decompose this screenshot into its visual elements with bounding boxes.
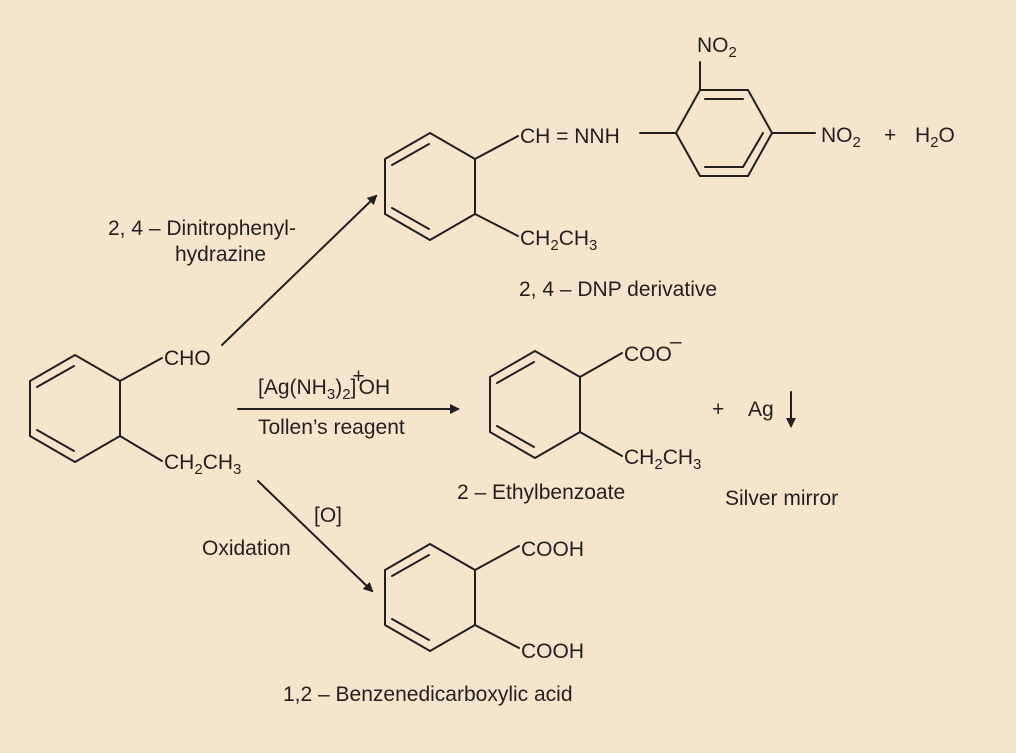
ethylbenzoate-name: 2 – Ethylbenzoate — [457, 481, 625, 504]
cooh-bottom-label: COOH — [521, 640, 584, 663]
dnp-no2-right: NO2 — [821, 124, 861, 151]
carboxylate-label: COO– — [624, 330, 682, 366]
tollens-reagent-name: Tollen’s reagent — [258, 416, 405, 439]
dnp-reagent-line1: 2, 4 – Dinitrophenyl- — [108, 217, 296, 240]
dnp-ethyl-label: CH2CH3 — [520, 227, 597, 254]
cooh-top-label: COOH — [521, 538, 584, 561]
arrow-to-dnp — [221, 194, 378, 346]
dnp-linker-label: CH = NNH — [520, 125, 620, 148]
tollens-reagent-formula: [Ag(NH3)2]+OH — [258, 365, 390, 403]
dinitrophenyl-ring — [675, 61, 816, 177]
reactant-ring — [29, 354, 163, 463]
ethylbenzoate-ethyl-label: CH2CH3 — [624, 446, 701, 473]
dnp-plus-sign: + — [884, 124, 896, 147]
dicarboxylic-acid-ring — [384, 543, 520, 652]
silver-mirror-label: Silver mirror — [725, 487, 838, 510]
silver-plus-sign: + — [712, 398, 724, 421]
dnp-no2-top: NO2 — [697, 34, 737, 61]
arrow-to-dicarboxylic-acid — [257, 480, 374, 593]
reactant-cho-label: CHO — [164, 347, 211, 370]
oxidation-reagent-name: Oxidation — [202, 537, 291, 560]
water-formula: H2O — [915, 124, 955, 151]
dicarboxylic-acid-name: 1,2 – Benzenedicarboxylic acid — [283, 683, 573, 706]
ethylbenzoate-ring — [489, 350, 623, 459]
dnp-product-name: 2, 4 – DNP derivative — [519, 278, 717, 301]
dnp-product-ring — [384, 132, 519, 241]
reactant-ethyl-label: CH2CH3 — [164, 451, 241, 478]
silver-symbol: Ag — [748, 398, 774, 421]
dnp-reagent-line2: hydrazine — [175, 243, 266, 266]
oxidation-reagent-symbol: [O] — [314, 504, 342, 527]
